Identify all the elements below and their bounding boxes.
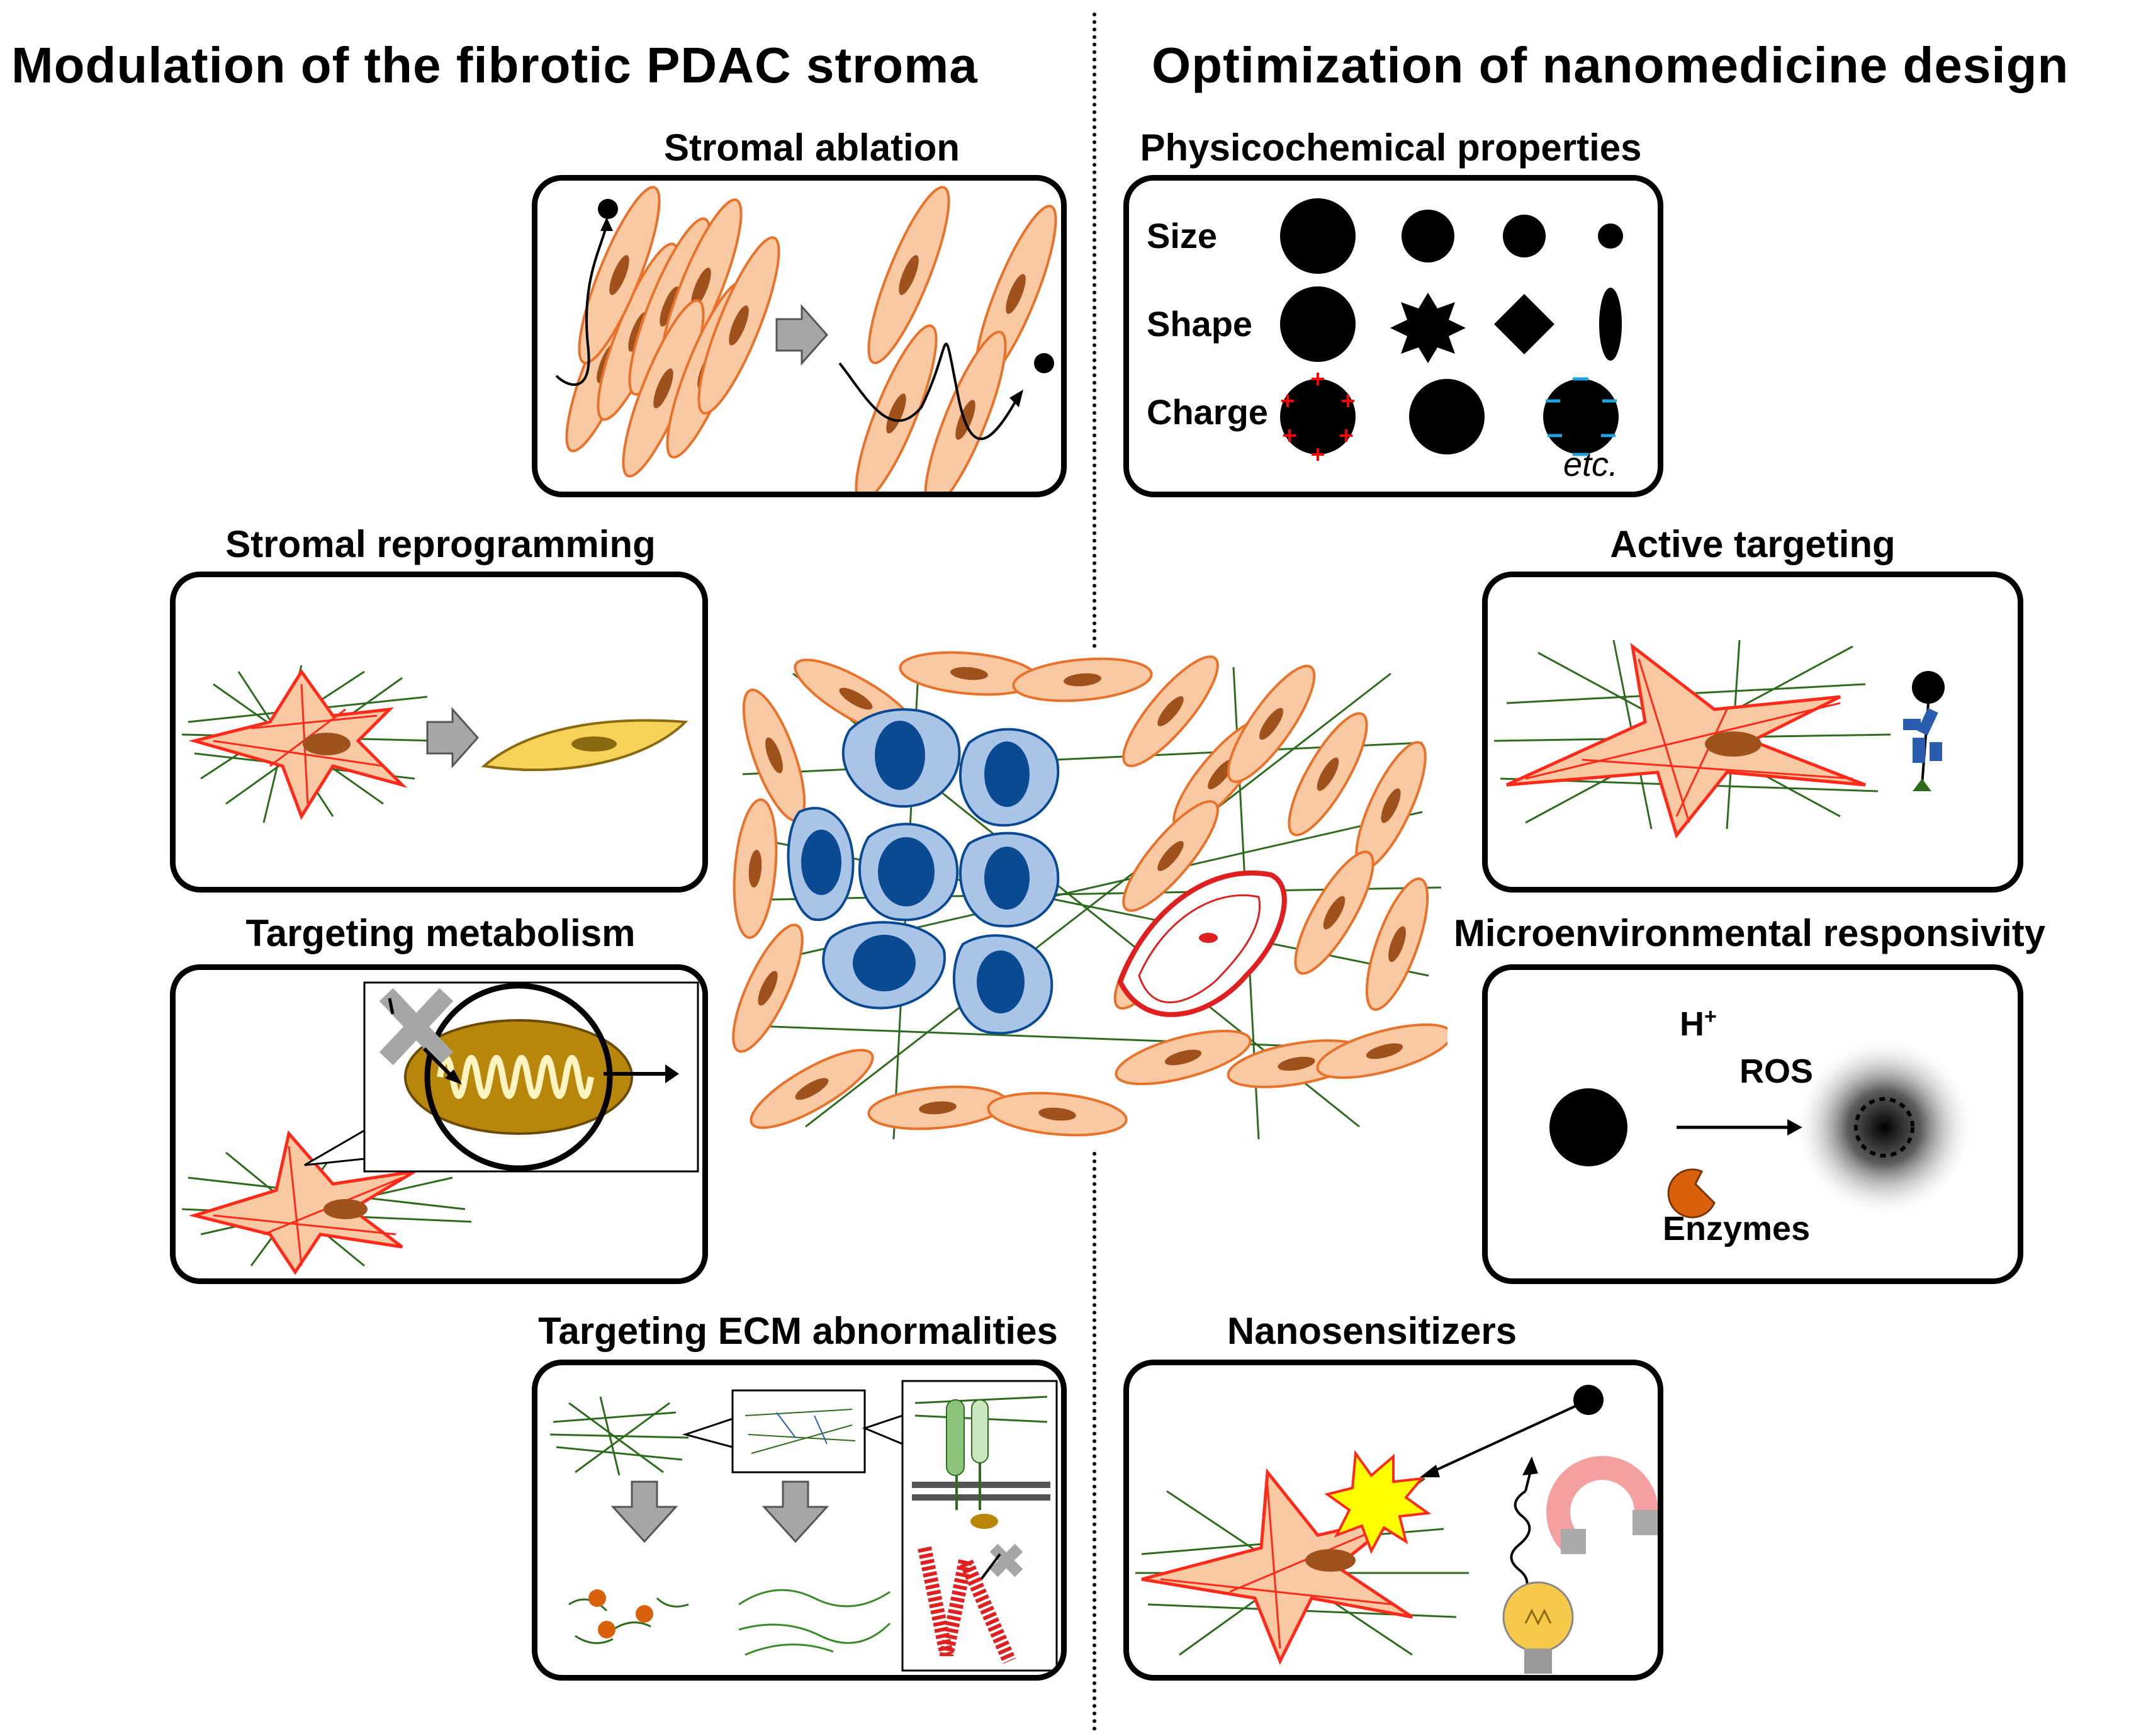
central-pdac-tissue [730, 648, 1447, 1142]
title-active-targeting: Active targeting [1610, 523, 1896, 565]
title-physicochemical: Physicochemical properties [1140, 127, 1642, 169]
metabolism-illustration [181, 981, 699, 1275]
tumor-cells [787, 708, 1060, 1035]
panel-targeting-ecm [532, 1360, 1067, 1681]
dense-caf-cluster [551, 181, 794, 485]
intact-nanoparticle [1549, 1088, 1627, 1166]
gray-arrow [426, 707, 480, 769]
negative-charges [1546, 377, 1617, 456]
title-nanosensitizers: Nanosensitizers [1227, 1310, 1517, 1352]
light-bulb-icon [1502, 1581, 1574, 1653]
panel-physicochemical: Size Shape Charge etc. [1123, 175, 1663, 497]
panel-stromal-reprogramming [170, 572, 708, 893]
crosslinked-collagen [918, 1537, 1016, 1664]
panel-targeting-metabolism [170, 964, 708, 1284]
panel-nanosensitizers [1123, 1360, 1663, 1681]
enzyme-icon [1667, 1168, 1716, 1219]
row-label-shape: Shape [1147, 304, 1253, 344]
responsivity-illustration [1549, 1036, 1975, 1219]
blood-vessel [1117, 870, 1287, 1017]
reprogramming-illustration [181, 665, 688, 823]
nanoparticle-dot [598, 199, 618, 219]
inhibition-cross [379, 988, 454, 1066]
nanosensitizers-illustration [1135, 1385, 1658, 1674]
inhibition-cross-small [989, 1543, 1023, 1577]
center-divider-bottom [1093, 1152, 1096, 1731]
gray-arrow [775, 304, 829, 366]
title-stromal-reprogramming: Stromal reprogramming [225, 523, 656, 565]
panel-stromal-ablation [532, 175, 1067, 497]
right-heading: Optimization of nanomedicine design [1152, 37, 2069, 93]
activation-burst [1324, 1450, 1432, 1554]
released-payload-cloud [1793, 1036, 1975, 1219]
title-targeting-metabolism: Targeting metabolism [245, 912, 636, 954]
panel-active-targeting [1482, 572, 2023, 893]
sparse-caf-cluster [841, 181, 1061, 492]
center-divider-top [1093, 13, 1096, 648]
h-plus-label: H+ [1680, 1005, 1717, 1043]
physicochemical-illustration [1280, 198, 1623, 461]
title-stromal-ablation: Stromal ablation [663, 127, 960, 169]
title-microenvironmental: Microenvironmental responsivity [1453, 912, 2046, 954]
left-heading: Modulation of the fibrotic PDAC stroma [11, 37, 978, 93]
magnet-icon [1546, 1456, 1658, 1550]
row-label-size: Size [1147, 216, 1218, 256]
ecm-illustration [549, 1380, 1058, 1672]
panel-microenvironmental: H+ ROS Enzymes [1482, 964, 2023, 1284]
positive-charges [1281, 373, 1354, 461]
title-targeting-ecm: Targeting ECM abnormalities [538, 1310, 1058, 1352]
row-label-charge: Charge [1147, 392, 1268, 432]
active-targeting-illustration [1493, 640, 1945, 839]
ros-label: ROS [1739, 1052, 1814, 1090]
antibody-targeted-nanoparticle [1903, 671, 1945, 791]
ablation-illustration [551, 181, 1061, 492]
